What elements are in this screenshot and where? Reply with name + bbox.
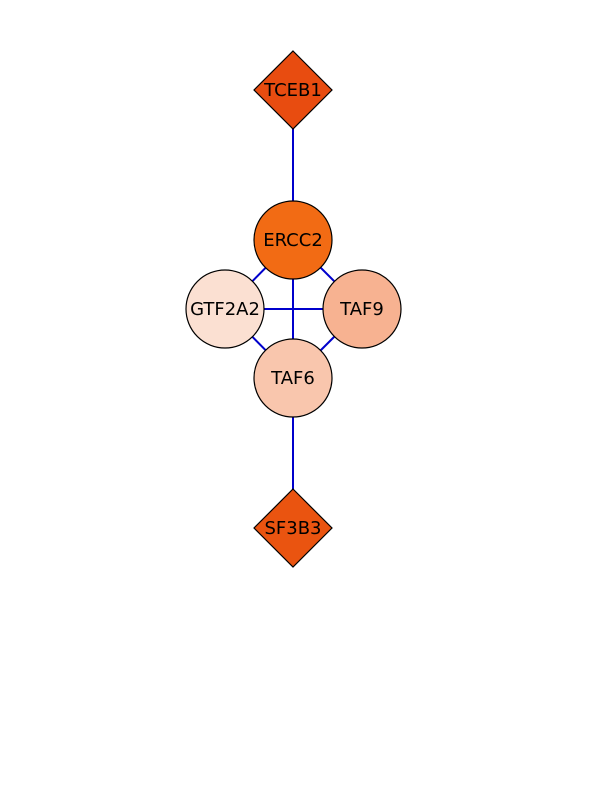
- node-circle-shape: [253, 200, 333, 280]
- node-sf3b3[interactable]: SF3B3: [253, 488, 333, 568]
- node-circle-shape: [185, 269, 265, 349]
- node-label: ERCC2: [263, 230, 323, 251]
- node-label: GTF2A2: [190, 299, 260, 320]
- node-taf9[interactable]: TAF9: [322, 269, 402, 349]
- node-tceb1[interactable]: TCEB1: [253, 50, 333, 130]
- node-label: TAF9: [339, 299, 384, 320]
- node-gtf2a2[interactable]: GTF2A2: [185, 269, 265, 349]
- node-circle-shape: [253, 338, 333, 418]
- node-label: TCEB1: [263, 80, 322, 101]
- node-taf6[interactable]: TAF6: [253, 338, 333, 418]
- node-label: SF3B3: [264, 518, 321, 539]
- node-diamond-shape: [253, 50, 333, 130]
- node-label: TAF6: [270, 368, 315, 389]
- node-circle-shape: [322, 269, 402, 349]
- node-diamond-shape: [253, 488, 333, 568]
- node-ercc2[interactable]: ERCC2: [253, 200, 333, 280]
